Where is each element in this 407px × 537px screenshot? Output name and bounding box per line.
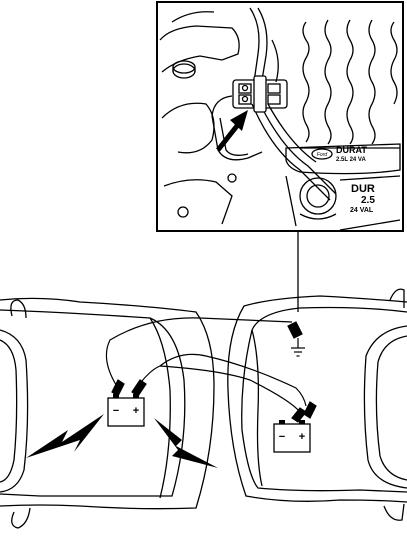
donor-hood-outline <box>0 298 214 508</box>
disabled-mirror-bottom <box>384 504 404 520</box>
donor-battery: − + <box>108 394 144 426</box>
engine-bay-inset: Ford DURAT 2.5L 24 VA DUR 2.5 24 VAL <box>157 2 403 231</box>
spark-right-icon <box>154 418 218 468</box>
disabled-mirror-top <box>390 289 404 308</box>
donor-windshield <box>0 330 28 492</box>
ground-symbol <box>291 338 305 356</box>
disabled-battery-minus: − <box>279 431 285 443</box>
clamp-ground <box>288 322 302 338</box>
plate-line-2: 2.5L 24 VA <box>336 157 366 163</box>
clamp-donor-negative <box>112 380 124 396</box>
cover-line-2: 2.5 <box>361 195 375 206</box>
spark-left-icon <box>26 414 104 458</box>
donor-mirror-top <box>11 300 26 318</box>
plate-line-1: DURAT <box>336 145 367 155</box>
cover-line-3: 24 VAL <box>350 207 374 214</box>
cable-positive-to-dead <box>160 354 306 406</box>
cover-line-1: DUR <box>351 183 375 195</box>
disabled-battery: − + <box>274 420 310 452</box>
disabled-vehicle <box>228 289 407 520</box>
cable-positive-run <box>106 318 292 388</box>
terminal-clamp <box>254 76 266 112</box>
donor-mirror-bottom <box>12 508 30 528</box>
cable-negative-run <box>138 366 300 412</box>
disabled-hood-outline <box>228 296 407 502</box>
clamp-donor-positive <box>132 380 146 396</box>
disabled-battery-plus: + <box>299 431 305 443</box>
clamp-dead-negative <box>292 408 306 422</box>
ford-logo-text: Ford <box>317 152 328 158</box>
donor-vehicle <box>0 298 214 528</box>
disabled-windshield <box>364 326 407 488</box>
donor-battery-plus: + <box>133 405 139 417</box>
donor-battery-minus: − <box>113 405 119 417</box>
